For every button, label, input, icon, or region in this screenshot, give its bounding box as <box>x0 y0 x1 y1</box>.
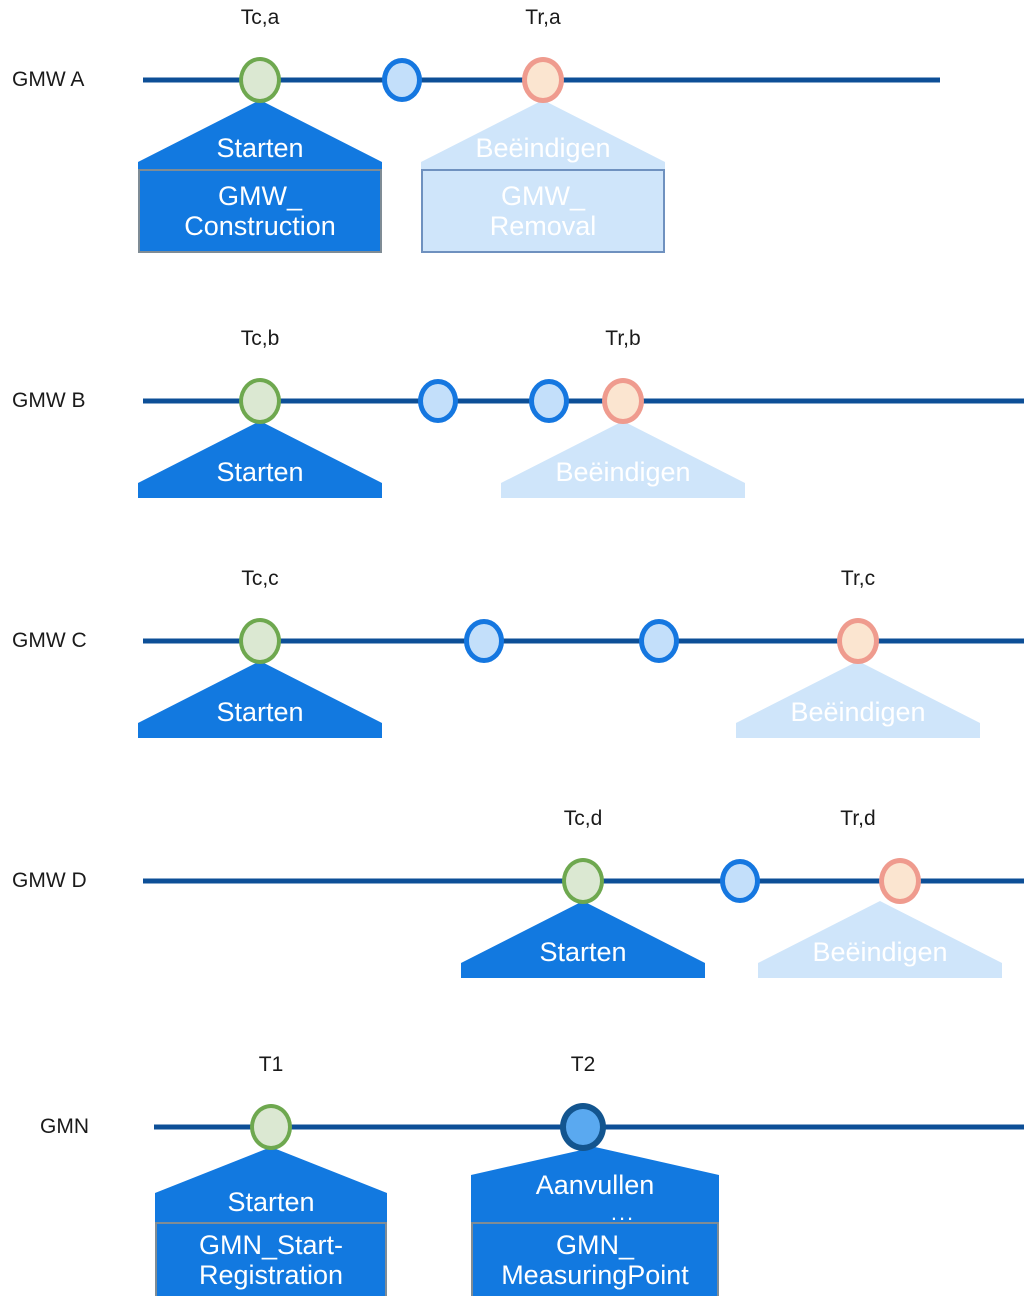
gmw-d-event-starten-pentagon[interactable]: Starten <box>461 901 705 978</box>
tick-label-tc-a: Tc,a <box>240 6 280 29</box>
gmw-a-box-removal-line-2: Removal <box>489 211 597 241</box>
gmn-box-measuring-line-1: GMN_ <box>555 1229 634 1260</box>
tick-label-tc-b: Tc,b <box>240 327 280 350</box>
gmw-a-node-construction[interactable] <box>239 57 281 103</box>
gmw-a-node-removal[interactable] <box>522 57 564 103</box>
tick-label-tr-a: Tr,a <box>525 6 561 29</box>
gmw-c-node-intermediate-1[interactable] <box>464 619 504 663</box>
row-label-gmw-a: GMW A <box>12 68 85 91</box>
tick-label-tr-c: Tr,c <box>840 567 876 590</box>
gmw-b-node-removal[interactable] <box>602 378 644 424</box>
gmn-node-measuring-point[interactable] <box>560 1103 606 1151</box>
gmw-d-node-removal[interactable] <box>879 858 921 904</box>
gmw-d-node-construction[interactable] <box>562 858 604 904</box>
gmw-c-node-construction[interactable] <box>239 618 281 664</box>
timeline-gmw-b <box>143 398 1024 404</box>
gmn-box-start-line-2: Registration <box>198 1260 344 1290</box>
row-label-gmw-c: GMW C <box>12 629 87 652</box>
gmn-box-start-registration[interactable]: GMN_Start- Registration <box>155 1222 387 1296</box>
gmw-c-event-beeindigen-pentagon[interactable]: Beëindigen <box>736 661 980 738</box>
gmw-a-event-beeindigen-pentagon[interactable]: Beëindigen <box>421 100 665 170</box>
tick-label-tc-c: Tc,c <box>241 567 279 590</box>
row-label-gmn: GMN <box>40 1115 89 1138</box>
tick-label-t1: T1 <box>258 1053 284 1076</box>
gmn-event-aanvullen-pentagon[interactable]: Aanvullen ... <box>471 1147 719 1225</box>
gmn-box-measuring-point[interactable]: GMN_ MeasuringPoint <box>471 1222 719 1296</box>
gmw-d-event-beeindigen-pentagon[interactable]: Beëindigen <box>758 901 1002 978</box>
row-label-gmw-b: GMW B <box>12 389 86 412</box>
gmw-b-node-intermediate-2[interactable] <box>529 379 569 423</box>
gmw-a-box-line-1: GMW_ <box>217 180 302 211</box>
gmw-a-node-intermediate-1[interactable] <box>382 58 422 102</box>
tick-label-tc-d: Tc,d <box>563 807 603 830</box>
timeline-gmw-c <box>143 638 1024 644</box>
gmw-a-event-starten-pentagon[interactable]: Starten <box>138 100 382 170</box>
gmn-box-measuring-line-2: MeasuringPoint <box>501 1260 689 1290</box>
tick-label-tr-b: Tr,b <box>605 327 641 350</box>
tick-label-tr-d: Tr,d <box>840 807 876 830</box>
tick-label-t2: T2 <box>570 1053 596 1076</box>
gmn-event-starten-pentagon[interactable]: Starten <box>155 1147 387 1223</box>
gmw-c-node-removal[interactable] <box>837 618 879 664</box>
gmn-box-start-line-1: GMN_Start- <box>198 1229 343 1260</box>
gmw-a-box-gmw-removal[interactable]: GMW_ Removal <box>421 169 665 253</box>
gmw-b-event-beeindigen-pentagon[interactable]: Beëindigen <box>501 421 745 498</box>
gmw-a-box-gmw-construction[interactable]: GMW_ Construction <box>138 169 382 253</box>
gmw-b-node-construction[interactable] <box>239 378 281 424</box>
gmn-node-start-registration[interactable] <box>250 1104 292 1150</box>
gmw-a-box-removal-line-1: GMW_ <box>500 180 585 211</box>
gmw-d-node-intermediate-1[interactable] <box>720 859 760 903</box>
gmw-b-event-starten-pentagon[interactable]: Starten <box>138 421 382 498</box>
gmw-c-node-intermediate-2[interactable] <box>639 619 679 663</box>
gmw-c-event-starten-pentagon[interactable]: Starten <box>138 661 382 738</box>
row-label-gmw-d: GMW D <box>12 869 87 892</box>
gmw-b-node-intermediate-1[interactable] <box>418 379 458 423</box>
gmw-a-box-line-2: Construction <box>184 211 336 241</box>
